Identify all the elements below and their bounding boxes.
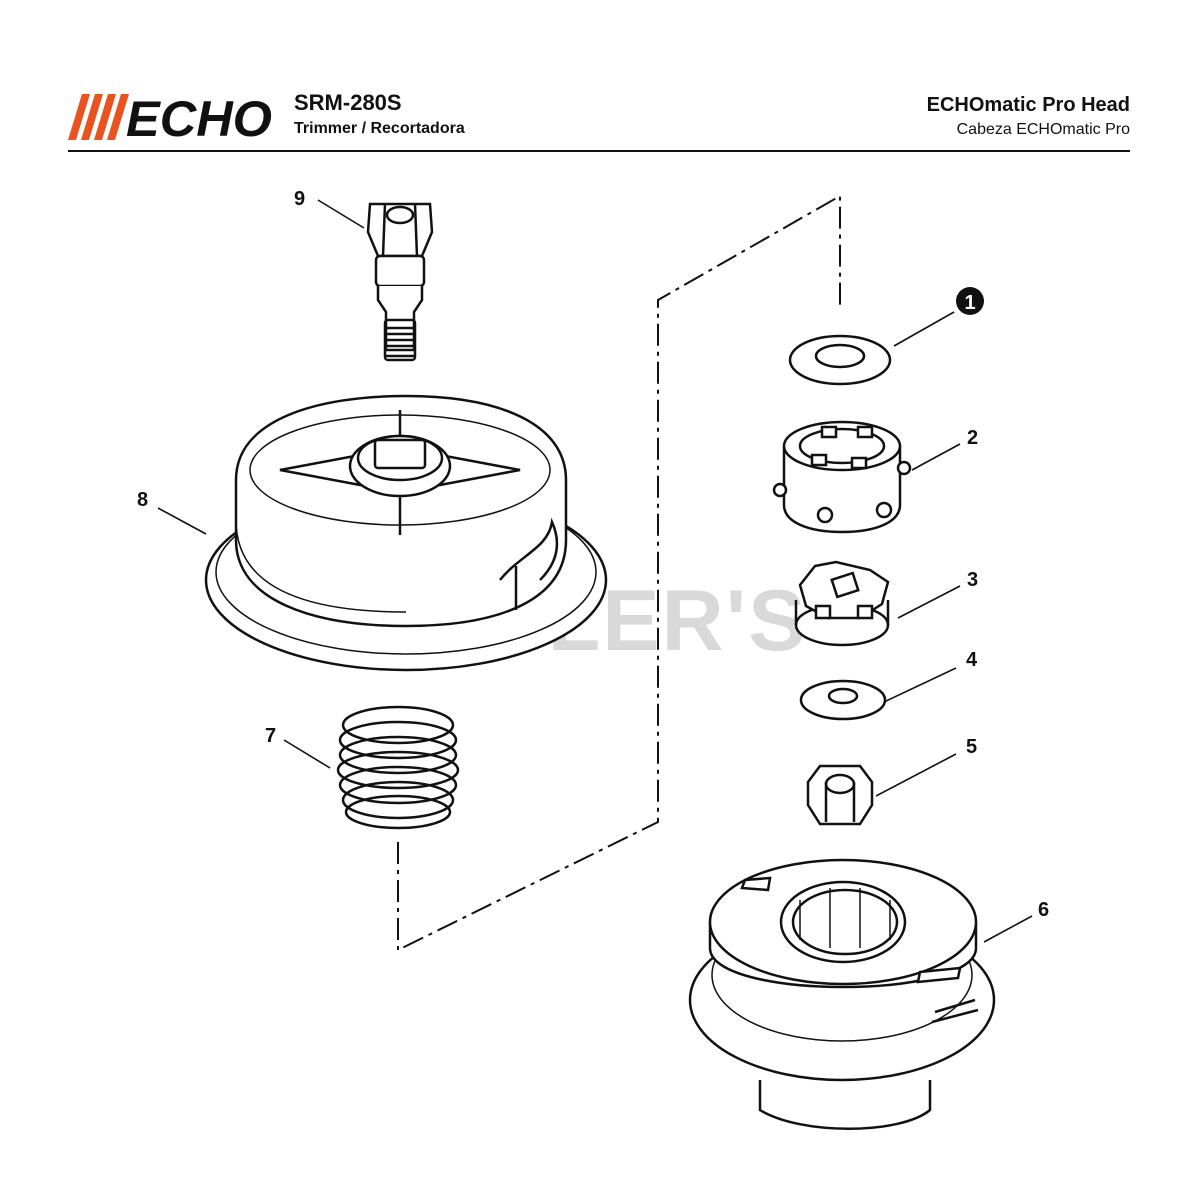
- logo-stripes: [68, 94, 129, 140]
- echo-logo: ECHO: [68, 94, 272, 140]
- part-1-washer: [788, 334, 892, 386]
- callout-5: 5: [966, 736, 977, 758]
- section-title-es: Cabeza ECHOmatic Pro: [956, 121, 1130, 138]
- header-rule: [68, 150, 1130, 152]
- leader-3: [897, 585, 961, 619]
- logo-wordmark: ECHO: [126, 94, 272, 140]
- leader-1: [893, 311, 955, 347]
- callout-1-badge: [956, 287, 984, 315]
- callout-2: 2: [967, 427, 978, 449]
- callout-8: 8: [137, 489, 148, 511]
- leader-9: [317, 199, 365, 229]
- part-8-cover: [204, 394, 608, 672]
- part-7-spring: [336, 705, 460, 830]
- part-5-nut: [806, 764, 874, 826]
- leader-8: [157, 507, 207, 535]
- part-4-washer: [799, 679, 887, 721]
- section-title: ECHOmatic Pro Head: [926, 94, 1130, 116]
- part-2-sleeve: [772, 420, 912, 534]
- callout-3: 3: [967, 569, 978, 591]
- model-type: Trimmer / Recortadora: [294, 120, 465, 137]
- leader-2: [911, 443, 961, 471]
- callout-6: 6: [1038, 899, 1049, 921]
- model-number: SRM-280S: [294, 90, 402, 115]
- leader-5: [875, 753, 957, 797]
- part-3-ratchet: [794, 560, 890, 647]
- leader-lines: [157, 199, 1033, 943]
- assembly-line: [397, 194, 841, 952]
- leader-6: [983, 915, 1033, 943]
- callout-1: 1: [964, 292, 975, 314]
- leader-7: [283, 739, 331, 769]
- callout-4: 4: [966, 649, 978, 671]
- callout-7: 7: [265, 725, 276, 747]
- callout-9: 9: [294, 188, 305, 210]
- leader-4: [883, 667, 957, 703]
- part-9-adapter-bolt: [366, 202, 434, 362]
- page-header: ECHO SRM-280S Trimmer / Recortadora ECHO…: [68, 88, 1130, 152]
- part-6-spool: [688, 858, 996, 1130]
